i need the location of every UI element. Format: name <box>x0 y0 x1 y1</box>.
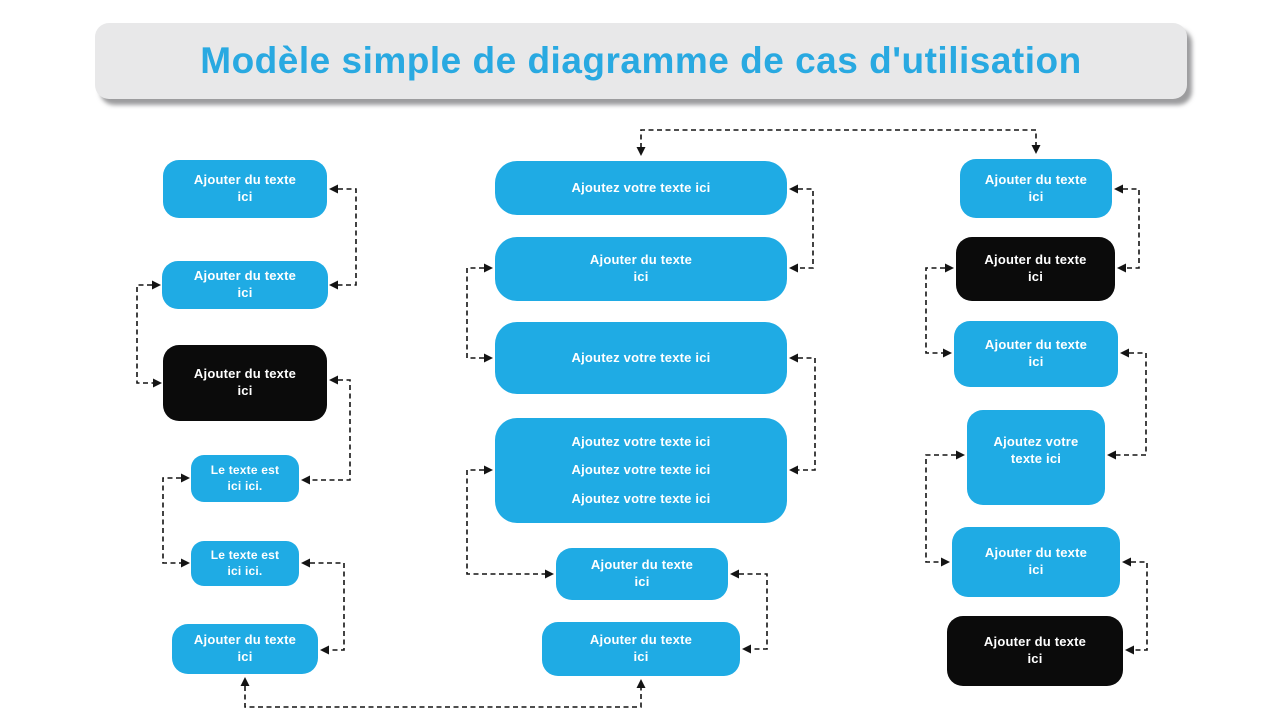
node-r4: Ajoutez votre texte ici <box>967 410 1105 505</box>
connector-m1-r1 <box>636 129 1041 156</box>
connector-l6-m6 <box>240 677 646 708</box>
title-banner: Modèle simple de diagramme de cas d'util… <box>95 23 1187 99</box>
node-r3: Ajouter du texte ici <box>954 321 1118 387</box>
node-l6: Ajouter du texte ici <box>172 624 318 674</box>
node-m1: Ajoutez votre texte ici <box>495 161 787 215</box>
node-l2: Ajouter du texte ici <box>162 261 328 309</box>
node-r5: Ajouter du texte ici <box>952 527 1120 597</box>
connector-r5-r6 <box>1122 557 1148 655</box>
node-m3: Ajoutez votre texte ici <box>495 322 787 394</box>
page-title: Modèle simple de diagramme de cas d'util… <box>200 40 1082 81</box>
node-l5: Le texte est ici ici. <box>191 541 299 586</box>
node-r2: Ajouter du texte ici <box>956 237 1115 301</box>
connector-l4-l5 <box>162 473 190 568</box>
connector-r1-r2 <box>1114 184 1140 273</box>
connector-m2-m3 <box>466 263 493 363</box>
connector-m1-m2 <box>789 184 814 273</box>
node-r6: Ajouter du texte ici <box>947 616 1123 686</box>
connector-r2-r3 <box>925 263 954 358</box>
node-m5: Ajouter du texte ici <box>556 548 728 600</box>
node-m2: Ajouter du texte ici <box>495 237 787 301</box>
connector-m3-m4 <box>789 353 816 475</box>
node-r1: Ajouter du texte ici <box>960 159 1112 218</box>
node-m6: Ajouter du texte ici <box>542 622 740 676</box>
node-m4: Ajoutez votre texte ici Ajoutez votre te… <box>495 418 787 523</box>
node-l4: Le texte est ici ici. <box>191 455 299 502</box>
node-l1: Ajouter du texte ici <box>163 160 327 218</box>
connector-l1-l2 <box>329 184 357 290</box>
node-l3: Ajouter du texte ici <box>163 345 327 421</box>
connector-l2-l3 <box>136 280 162 388</box>
